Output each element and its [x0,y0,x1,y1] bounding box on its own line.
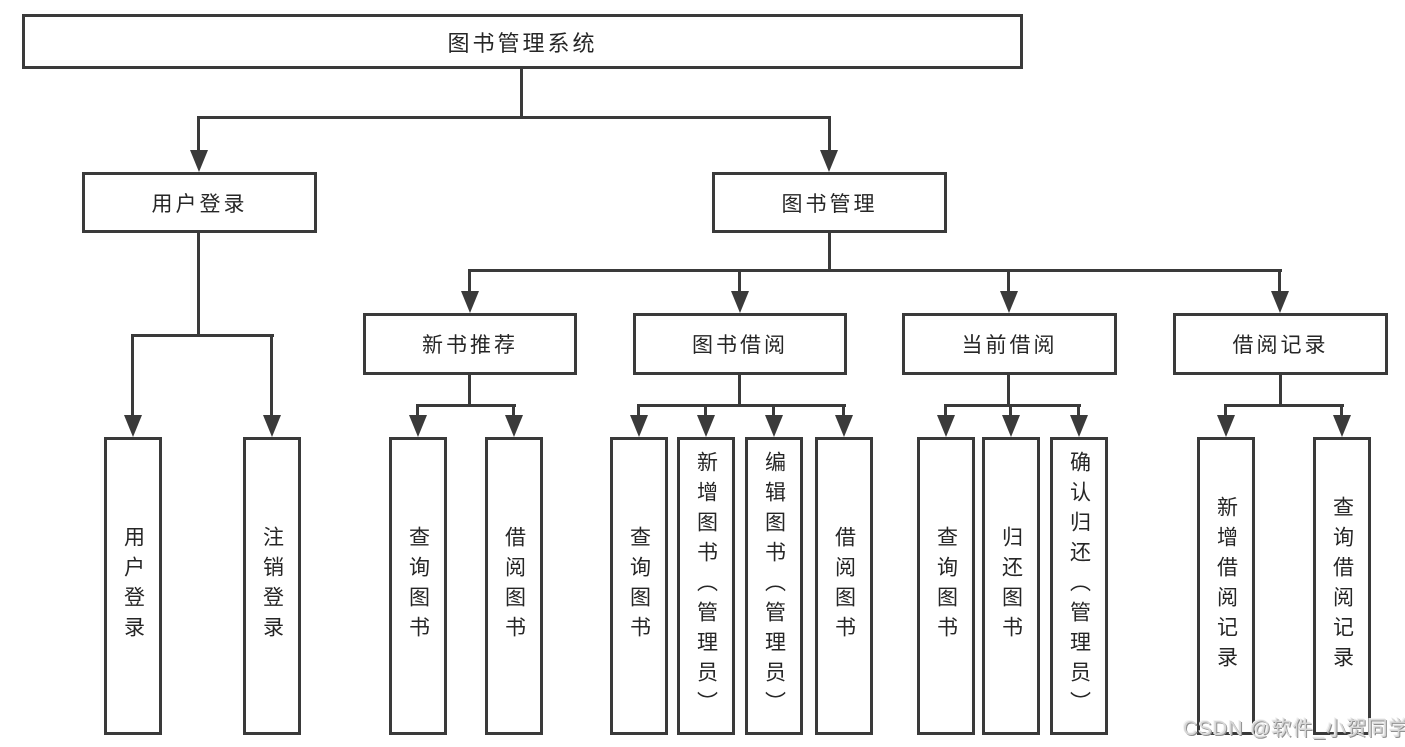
connector-root-stub [520,69,523,117]
arrow-to-leaf [1002,415,1020,437]
arrow-to-leaf-logout [263,415,281,437]
leaf-query-borrow-record: 查询借阅记录 [1313,437,1371,735]
connector-stub [738,375,741,406]
connector-level2-hline [197,116,831,119]
leaf-return-books: 归还图书 [982,437,1040,735]
arrow-to-leaf [765,415,783,437]
connector-hline [1224,404,1344,407]
arrow-to-new-book-recommendation [461,291,479,313]
connector-shaft [842,405,845,417]
connector-book-mgmt-shaft [828,117,831,153]
arrow-to-leaf [1333,415,1351,437]
connector-shaft [1340,405,1343,417]
arrow-to-leaf [697,415,715,437]
leaf-borrow-books-borrowing: 借阅图书 [815,437,873,735]
connector-hline [416,404,516,407]
leaf-edit-books-admin: 编辑图书（管理员） [745,437,803,735]
leaf-query-books-recommend: 查询图书 [389,437,447,735]
node-book-borrowing: 图书借阅 [633,313,847,375]
leaf-logout: 注销登录 [243,437,301,735]
arrow-to-leaf [1070,415,1088,437]
connector-stub [1279,375,1282,406]
arrow-to-leaf [409,415,427,437]
leaf-query-books-borrowing: 查询图书 [610,437,668,735]
arrow-to-leaf-user-login [124,415,142,437]
connector-shaft [416,405,419,417]
connector-shaft [944,405,947,417]
connector-shaft [1224,405,1227,417]
leaf-query-books-current: 查询图书 [917,437,975,735]
arrow-to-leaf [937,415,955,437]
connector-user-login-stub [197,233,200,336]
leaf-add-borrow-record: 新增借阅记录 [1197,437,1255,735]
connector-hline [944,404,1081,407]
arrow-to-current-borrowing [1000,291,1018,313]
arrow-to-leaf [505,415,523,437]
connector-stub [1007,375,1010,406]
connector-level3-hline [468,269,1282,272]
connector-shaft [1007,270,1010,293]
connector-user-login-shaft [197,117,200,153]
connector-hline [637,404,846,407]
leaf-borrow-books-recommend: 借阅图书 [485,437,543,735]
node-book-management: 图书管理 [712,172,947,233]
leaf-user-login: 用户登录 [104,437,162,735]
connector-user-login-hline [131,334,274,337]
arrow-to-book-borrowing [731,291,749,313]
leaf-confirm-return-admin: 确认归还（管理员） [1050,437,1108,735]
connector-shaft [738,270,741,293]
node-user-login: 用户登录 [82,172,317,233]
node-borrowing-records: 借阅记录 [1173,313,1388,375]
connector-stub [468,375,471,406]
arrow-to-book-management [820,150,838,172]
connector-shaft [704,405,707,417]
connector-shaft [512,405,515,417]
node-new-book-recommendation: 新书推荐 [363,313,577,375]
connector-shaft [270,335,273,417]
arrow-to-user-login [190,150,208,172]
connector-shaft [131,335,134,417]
connector-shaft [1278,270,1281,293]
csdn-watermark: CSDN @软件_小贺同学 [1183,718,1405,740]
arrow-to-borrowing-records [1271,291,1289,313]
node-current-borrowing: 当前借阅 [902,313,1117,375]
connector-shaft [637,405,640,417]
leaf-add-books-admin: 新增图书（管理员） [677,437,735,735]
arrow-to-leaf [1217,415,1235,437]
arrow-to-leaf [835,415,853,437]
connector-book-mgmt-stub [828,233,831,272]
arrow-to-leaf [630,415,648,437]
node-root: 图书管理系统 [22,14,1023,69]
connector-shaft [1009,405,1012,417]
connector-shaft [468,270,471,293]
connector-shaft [772,405,775,417]
connector-shaft [1077,405,1080,417]
